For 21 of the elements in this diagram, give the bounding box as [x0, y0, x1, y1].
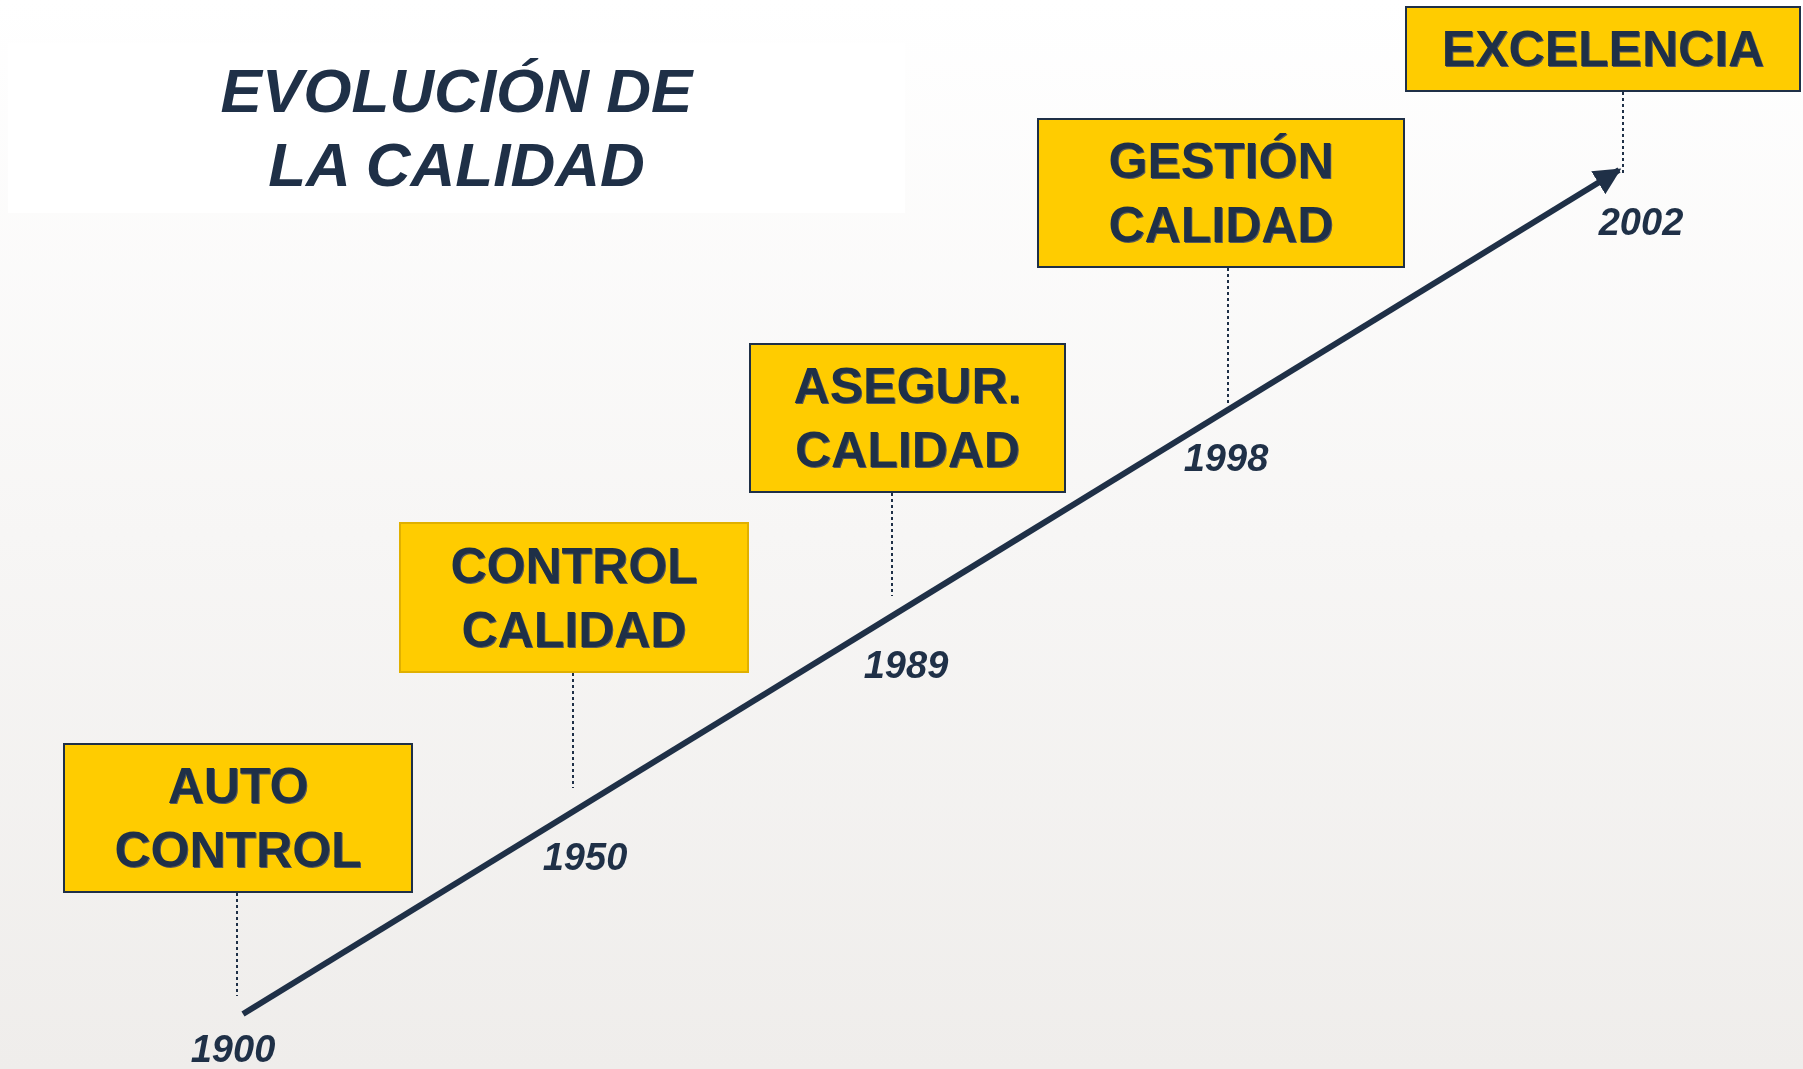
title: EVOLUCIÓN DE LA CALIDAD: [219, 55, 695, 201]
year-label: 1998: [1183, 436, 1269, 480]
year-label: 1989: [863, 643, 949, 687]
milestone-box: [749, 343, 1066, 493]
milestone-label: EXCELENCIA: [1441, 20, 1765, 79]
leader-line: [572, 672, 574, 789]
leader-line: [891, 492, 893, 597]
year-label: 1900: [190, 1027, 276, 1069]
leader-line: [1622, 91, 1624, 174]
leader-line: [236, 892, 238, 997]
milestone-label: AUTO CONTROL: [113, 757, 363, 880]
milestone-label: CONTROL CALIDAD: [449, 536, 699, 660]
milestone-label: ASEGUR. CALIDAD: [792, 357, 1023, 480]
milestone-label: GESTIÓN CALIDAD: [1107, 132, 1335, 255]
milestone-box: [399, 522, 749, 673]
leader-line: [1227, 267, 1229, 404]
year-label: 1950: [542, 835, 628, 879]
year-label: 2002: [1598, 200, 1684, 244]
milestone-box: [63, 743, 413, 893]
milestone-box: [1405, 6, 1801, 92]
milestone-box: [1037, 118, 1405, 268]
